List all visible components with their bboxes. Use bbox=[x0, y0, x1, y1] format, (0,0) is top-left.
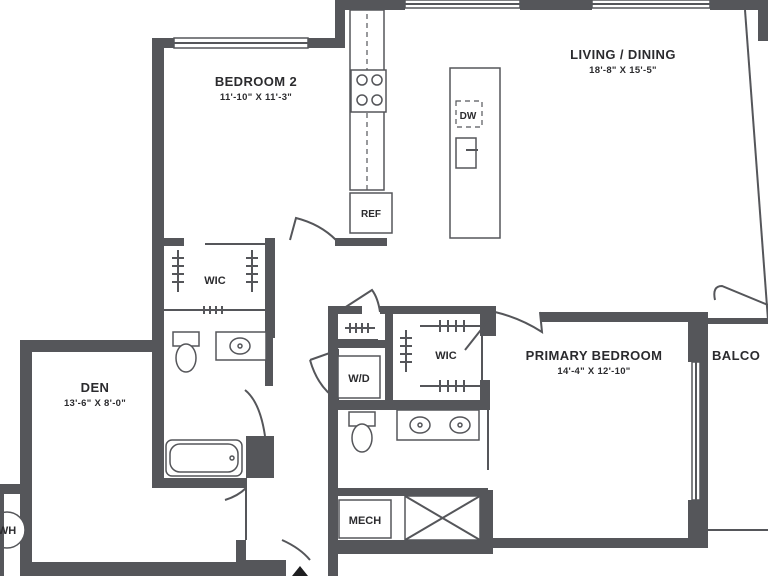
primary-dims: 14'-4" X 12'-10" bbox=[557, 366, 630, 377]
toilet-1-bowl bbox=[351, 423, 373, 453]
water-heater bbox=[0, 511, 26, 549]
refrigerator bbox=[349, 192, 393, 234]
toilet-2-bowl bbox=[175, 343, 197, 373]
wic-1-shelving bbox=[164, 250, 265, 314]
ref-label: REF bbox=[361, 209, 381, 220]
wh-label: WH bbox=[0, 525, 16, 537]
dw-label: DW bbox=[460, 111, 477, 122]
den-name: DEN bbox=[81, 380, 110, 395]
primary-name: PRIMARY BEDROOM bbox=[526, 348, 663, 363]
bedroom2-name: BEDROOM 2 bbox=[215, 74, 297, 89]
den-dims: 13'-6" X 8'-0" bbox=[64, 398, 126, 409]
wd-label: W/D bbox=[348, 373, 369, 385]
living-right-wall bbox=[744, 9, 768, 321]
living-dims: 18'-8" X 15'-5" bbox=[589, 65, 657, 76]
doors bbox=[205, 216, 768, 561]
balcony-name: BALCO bbox=[712, 348, 760, 363]
island-sink bbox=[455, 137, 477, 169]
washer-dryer bbox=[337, 355, 381, 399]
mech-closet bbox=[338, 499, 392, 539]
wic-2-label: WIC bbox=[435, 350, 456, 362]
mech-label: MECH bbox=[349, 515, 381, 527]
windows bbox=[173, 0, 768, 531]
core bbox=[337, 320, 481, 541]
entry-arrow-icon bbox=[292, 566, 308, 576]
kitchen bbox=[349, 9, 501, 239]
wic-1-label: WIC bbox=[204, 275, 225, 287]
bath-2 bbox=[165, 331, 267, 477]
bedroom2-dims: 11'-10" X 11'-3" bbox=[220, 92, 292, 103]
living-name: LIVING / DINING bbox=[570, 47, 676, 62]
